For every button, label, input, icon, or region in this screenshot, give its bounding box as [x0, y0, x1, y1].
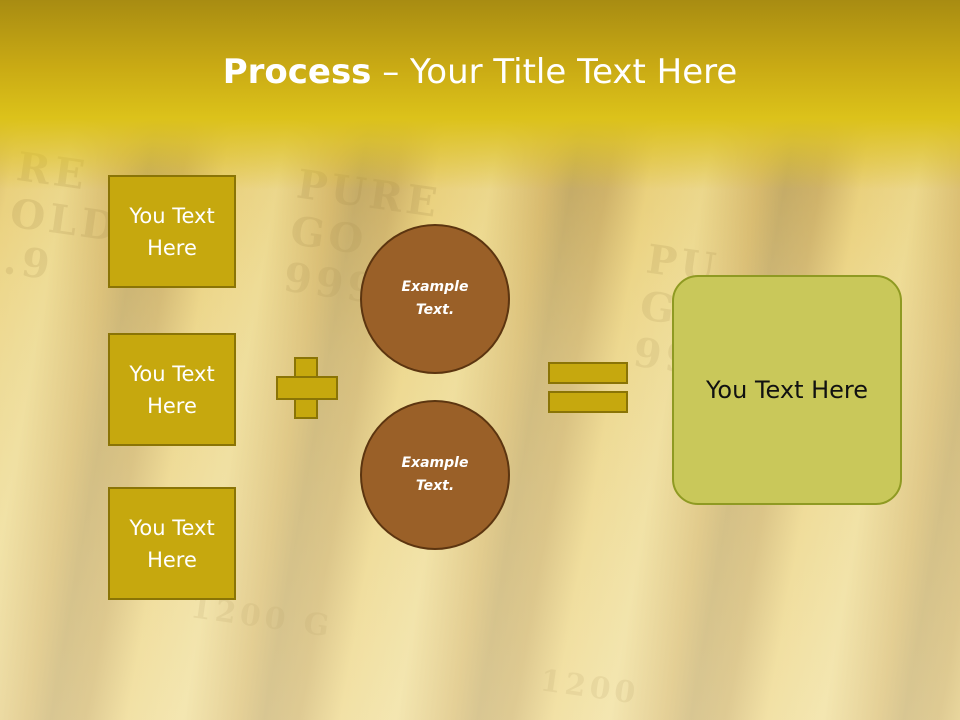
title-bold: Process	[222, 52, 372, 92]
left-box-3: You Text Here	[108, 487, 236, 600]
slide-title: Process – Your Title Text Here	[0, 52, 960, 92]
left-box-label: You Text Here	[129, 515, 215, 572]
title-band	[0, 0, 960, 190]
plus-center	[296, 378, 316, 398]
left-box-label: You Text Here	[129, 203, 215, 260]
left-box-1: You Text Here	[108, 175, 236, 288]
left-box-2: You Text Here	[108, 333, 236, 446]
example-circle-1: Example Text.	[360, 224, 510, 374]
equals-top-bar	[548, 362, 628, 384]
title-rest: – Your Title Text Here	[371, 52, 738, 92]
example-circle-2: Example Text.	[360, 400, 510, 550]
circle-label: Example Text.	[401, 455, 469, 494]
left-box-label: You Text Here	[129, 361, 215, 418]
equals-bottom-bar	[548, 391, 628, 413]
circle-label: Example Text.	[401, 279, 469, 318]
result-box: You Text Here	[672, 275, 902, 505]
result-label: You Text Here	[705, 376, 869, 404]
